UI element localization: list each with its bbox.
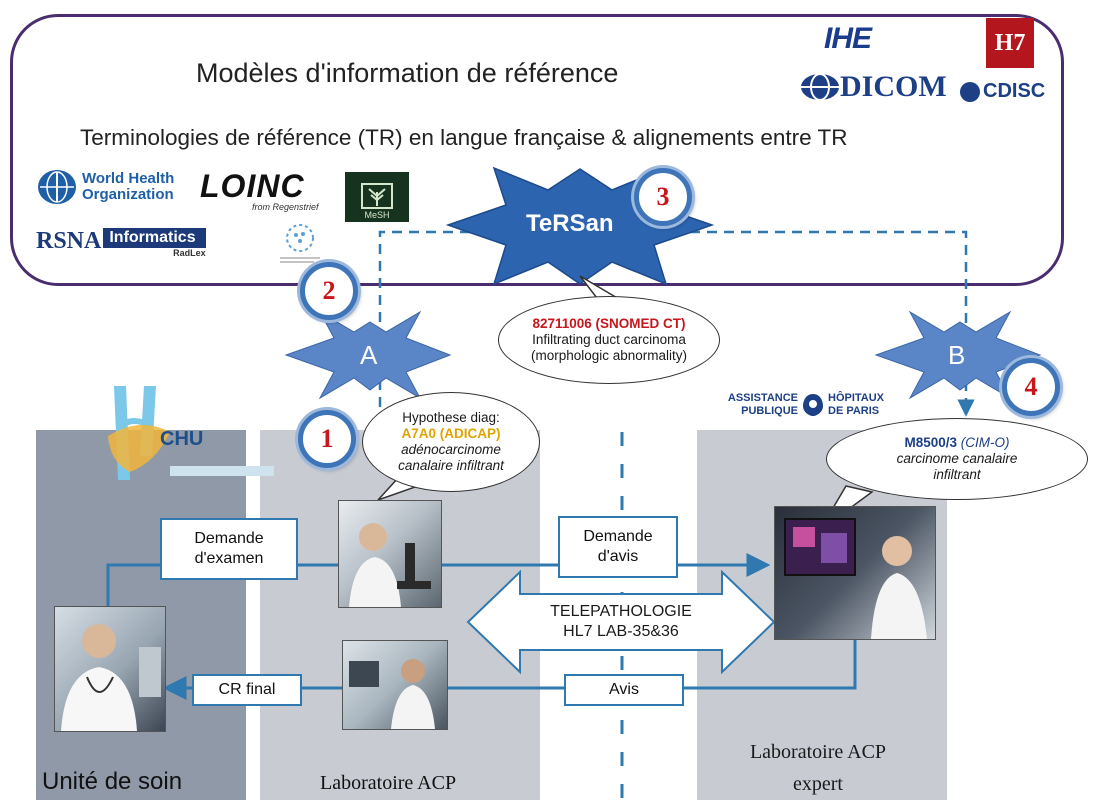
demande-avis-line1: Demande	[583, 528, 653, 545]
who-emblem-icon	[38, 170, 76, 204]
mesh-tree-icon	[361, 183, 393, 209]
adicap-code: A7A0 (ADICAP)	[401, 426, 501, 441]
who-logo: World Health Organization	[36, 168, 174, 206]
telepathologie-line1: TELEPATHOLOGIE	[550, 603, 692, 620]
clinician-photo	[54, 606, 166, 732]
chu-h-icon	[108, 386, 274, 480]
icd-emblem-icon	[280, 224, 320, 263]
aphp-emblem-icon	[803, 394, 823, 416]
microscope-person-icon	[349, 523, 431, 607]
cdisc-logo: CDISC	[960, 80, 1045, 103]
cimo-term-line1: carcinome canalaire	[896, 451, 1018, 466]
expert-laboratory-label: Laboratoire ACP expert	[718, 736, 918, 800]
cimo-system: (CIM-O)	[960, 435, 1010, 450]
snomed-code: 82711006 (SNOMED CT)	[532, 316, 686, 331]
lab-technician-photo	[342, 640, 448, 730]
demande-examen-line1: Demande	[194, 530, 264, 547]
expert-laboratory-label-line2: expert	[793, 773, 843, 795]
aphp-logo: ASSISTANCE PUBLIQUE HÔPITAUX DE PARIS	[718, 392, 900, 418]
loinc-logo-text: LOINC	[200, 168, 305, 204]
star-a	[284, 310, 452, 400]
star-a-label: A	[360, 340, 378, 370]
rsna-informatics-logo: RSNA Informatics RadLex	[36, 228, 206, 258]
demande-examen-line2: d'examen	[194, 550, 264, 567]
expert-laboratory-label-line1: Laboratoire ACP	[749, 741, 887, 763]
doctor-person-icon	[61, 624, 161, 731]
chu-logo-text: CHU	[160, 428, 204, 450]
star-b-label: B	[948, 340, 966, 370]
lab-microscope-photo	[338, 500, 442, 608]
snomed-term: Infiltrating duct carcinoma	[532, 332, 686, 347]
cimo-bubble: M8500/3 (CIM-O) carcinome canalaire infi…	[826, 418, 1088, 500]
step-badge-3: 3	[634, 168, 692, 226]
demande-examen-arrow	[106, 553, 771, 612]
demande-examen-box: Demande d'examen	[160, 518, 298, 580]
mesh-logo: MeSH	[345, 172, 409, 222]
telepathologie-label: TELEPATHOLOGIE HL7 LAB-35&36	[520, 602, 722, 642]
reference-models-title: Modèles d'information de référence	[196, 58, 619, 88]
cimo-code: M8500/3	[904, 435, 958, 450]
expert-pathologist-photo	[774, 506, 936, 640]
tersan-label: TeRSan	[526, 210, 614, 237]
step-badge-4: 4	[1002, 358, 1060, 416]
dicom-logo-text: DICOM	[840, 70, 947, 103]
informatics-logo-text: Informatics	[103, 228, 206, 248]
rsna-logo-text: RSNA	[36, 228, 102, 254]
cimo-term-line2: infiltrant	[933, 467, 981, 482]
reference-terminologies-subtitle: Terminologies de référence (TR) en langu…	[80, 125, 848, 150]
ihe-logo: IHE	[824, 22, 872, 55]
snomed-term-qualifier: (morphologic abnormality)	[530, 348, 688, 363]
avis-box: Avis	[564, 674, 684, 706]
cdisc-dot-icon	[960, 81, 980, 102]
telepathologie-line2: HL7 LAB-35&36	[563, 623, 679, 640]
loinc-logo: LOINC from Regenstrief	[200, 168, 319, 212]
adicap-bubble: Hypothese diag: A7A0 (ADICAP) adénocarci…	[362, 392, 540, 492]
expert-screen-icon	[784, 518, 927, 639]
adicap-heading: Hypothese diag:	[402, 410, 500, 425]
chu-logo: CHU	[100, 376, 280, 486]
adicap-term-line2: canalaire infiltrant	[398, 458, 504, 473]
who-name-line2: Organization	[82, 186, 174, 203]
aphp-left-text: ASSISTANCE PUBLIQUE	[727, 392, 798, 417]
technician-person-icon	[349, 659, 435, 729]
demande-avis-box: Demande d'avis	[558, 516, 678, 578]
cr-final-box: CR final	[192, 674, 302, 706]
snomed-bubble: 82711006 (SNOMED CT) Infiltrating duct c…	[498, 296, 720, 384]
step-badge-2: 2	[300, 262, 358, 320]
step-badge-1: 1	[298, 410, 356, 468]
cdisc-logo-text: CDISC	[983, 80, 1046, 102]
who-name-line1: World Health	[82, 170, 175, 187]
mesh-logo-text: MeSH	[364, 210, 390, 220]
avis-label: Avis	[609, 681, 639, 698]
radlex-logo-text: RadLex	[173, 248, 206, 258]
acp-laboratory-label: Laboratoire ACP	[320, 772, 457, 794]
aphp-right-text: HÔPITAUX DE PARIS	[828, 392, 885, 417]
demande-avis-line2: d'avis	[597, 548, 639, 565]
cr-final-label: CR final	[218, 681, 276, 698]
dicom-globe-icon	[801, 73, 839, 101]
adicap-term-line1: adénocarcinome	[401, 442, 501, 457]
hl7-logo: H7	[986, 18, 1034, 68]
hl7-logo-text: H7	[994, 29, 1026, 56]
care-unit-label: Unité de soin	[42, 768, 183, 795]
loinc-logo-subtext: from Regenstrief	[252, 202, 319, 212]
star-b	[874, 310, 1042, 400]
dicom-logo: DICOM	[800, 70, 947, 104]
